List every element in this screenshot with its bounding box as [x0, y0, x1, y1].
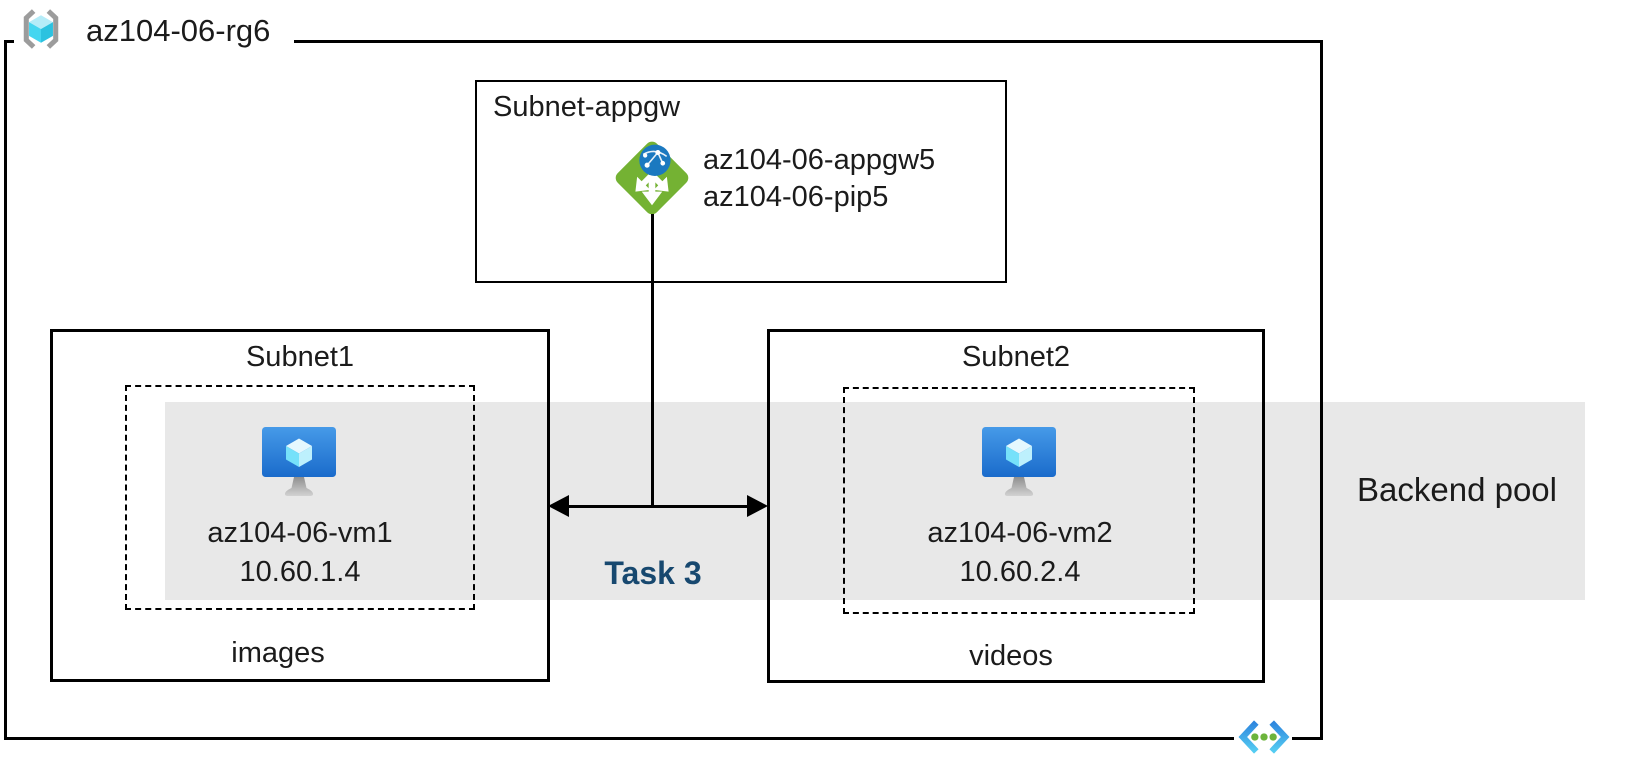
backend-pool-label: Backend pool [1357, 471, 1557, 508]
subnet1-vm-labels: az104-06-vm1 10.60.1.4 [150, 514, 450, 592]
arrowhead-right-icon [747, 495, 768, 517]
gateway-name-lines: az104-06-appgw5 az104-06-pip5 [703, 142, 935, 216]
virtual-machine-icon [981, 426, 1057, 498]
subnet1-box: Subnet1 [50, 329, 550, 682]
subnet1-vm-group [125, 385, 475, 610]
public-ip-name: az104-06-pip5 [703, 181, 889, 213]
subnet-appgw-box: Subnet-appgw [475, 80, 1007, 283]
subnet2-app-label: videos [969, 640, 1053, 672]
subnet2-vm-labels: az104-06-vm2 10.60.2.4 [870, 514, 1170, 592]
resource-group-icon [18, 7, 64, 56]
subnet-connector-line [566, 505, 752, 508]
subnet-appgw-title: Subnet-appgw [493, 91, 681, 123]
task-label: Task 3 [604, 555, 702, 591]
resource-group-header: az104-06-rg6 [14, 6, 295, 56]
subnet1-title: Subnet1 [245, 341, 355, 373]
gateway-connector-line [651, 214, 654, 506]
application-gateway-icon [608, 130, 696, 223]
vm2-name: az104-06-vm2 [927, 517, 1113, 549]
vm1-ip: 10.60.1.4 [239, 556, 361, 588]
virtual-machine-icon [261, 426, 337, 498]
resource-group-box [4, 40, 1323, 740]
vm2-ip: 10.60.2.4 [959, 556, 1081, 588]
subnet2-vm-group [843, 387, 1195, 614]
resource-group-label: az104-06-rg6 [86, 13, 271, 48]
arrowhead-left-icon [548, 495, 569, 517]
vm1-name: az104-06-vm1 [207, 517, 393, 549]
backend-pool-band [165, 402, 1585, 600]
subnet2-title: Subnet2 [961, 341, 1071, 373]
subnet2-box: Subnet2 [767, 329, 1265, 683]
virtual-network-icon [1238, 717, 1290, 761]
gateway-name: az104-06-appgw5 [703, 144, 936, 176]
subnet1-app-label: images [231, 637, 325, 669]
